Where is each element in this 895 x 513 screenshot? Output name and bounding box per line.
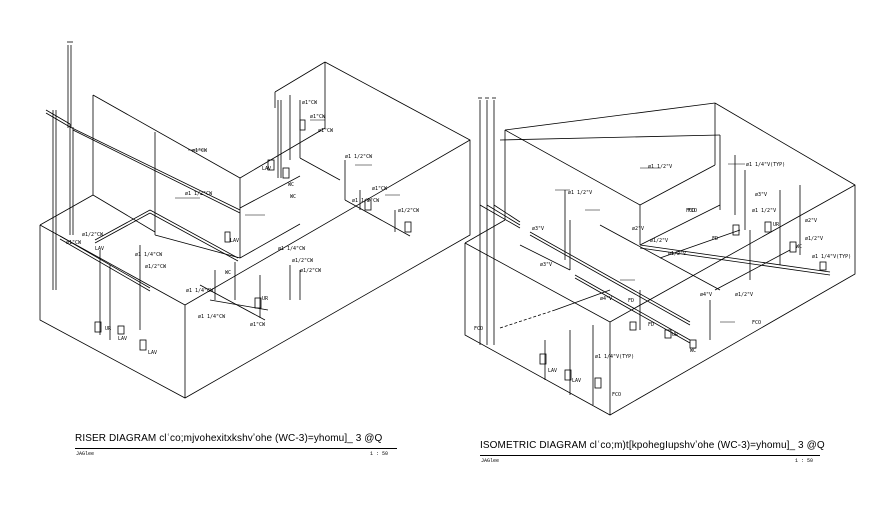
pipe-label: ø1 1/2"CW [352,198,380,204]
pipe-label: ø1 1/4"V(TYP) [595,354,634,360]
pipe-label: ø1 1/4"CW [135,252,163,258]
pipe-label: ø1/2"CW [145,264,167,270]
iso-vertical-stacks [478,97,801,345]
iso-fixtures [539,221,827,389]
iso-fixture-labels: FCO FD FCO FD UR WC LAV UR FD FCO FCO LA… [474,208,802,398]
fixture-label: LAV [230,238,239,244]
pipe-label: ø4"V [700,292,712,298]
fixture-label: WC [225,270,231,276]
fixture-label: WC [796,244,802,250]
riser-fixture-labels: LAV WC UR LAV WC UR LAV WC LAV LAV [95,166,296,356]
pipe-label: ø1 1/4"V(TYP) [746,162,785,168]
pipe-label: ø1/2"V [650,238,668,244]
pipe-label: ø1 1/2"V [568,190,592,196]
pipe-label: ø1/2"CW [292,258,314,264]
fixture-label: LAV [95,246,104,252]
pipe-label: ø2"V [805,218,817,224]
fixture-label: LAV [118,336,127,342]
pipe-label: ø1/2"V [668,251,686,257]
riser-main-pipe-run [59,209,301,340]
riser-leaders [175,119,400,216]
pipe-label: ø1 1/4"CW [278,246,306,252]
fixture-label: FD [712,236,718,242]
pipe-label: ø1/2"CW [82,232,104,238]
riser-pipe-labels: ø1"CW ø1"CW ø1"CW ø1 1/2"CW ø1 1/2"CW ø1… [66,100,420,328]
pipe-label: ø1/2"CW [300,268,322,274]
pipe-label: ø1/2"V [805,236,823,242]
pipe-label: ø1"CW [310,114,326,120]
fixture-label: WC [288,182,294,188]
pipe-label: ø1"CW [192,148,208,154]
pipe-label: ø1 1/2"V [752,208,776,214]
fixture-label: WC [690,348,696,354]
iso-room-outlines [464,102,856,416]
riser-scale-label: 1 : 50 [370,451,389,457]
iso-main-drain-run [499,224,831,405]
fixture-label: LAV [572,378,581,384]
pipe-label: ø3"V [755,192,767,198]
fixture-label: FCO [612,392,621,398]
riser-fixtures [94,119,412,351]
isometric-sub-label: JAGlee [481,458,500,464]
pipe-label: ø1 1/2"CW [345,154,373,160]
fixture-label: FCO [474,326,483,332]
isometric-diagram-title: ISOMETRIC DIAGRAM clʿco;m)t[kpohegIupshv… [480,440,825,451]
isometric-title-underline [480,455,820,456]
pipe-label: ø4"V [600,296,612,302]
riser-title-underline [75,448,397,449]
pipe-label: ø2"V [632,226,644,232]
iso-leaders [555,163,745,323]
fixture-label: FCO [688,208,697,214]
fixture-label: LAV [262,166,271,172]
isometric-scale-label: 1 : 50 [795,458,814,464]
iso-pipe-labels: ø1 1/2"V ø1 1/4"V(TYP) ø1 1/2"V ø3"V ø3"… [532,162,851,360]
pipe-label: ø1 1/4"CW [186,288,214,294]
riser-sub-label: JAGlee [76,451,95,457]
riser-room-outlines [39,61,471,399]
pipe-label: ø1"CW [318,128,334,134]
pipe-label: ø1 1/2"V [648,164,672,170]
pipe-label: ø1 1/4"V(TYP) [812,254,851,260]
fixture-label: WC [290,194,296,200]
pipe-label: ø1"CW [66,240,82,246]
pipe-label: ø1/2"V [735,292,753,298]
fixture-label: UR [672,332,679,338]
fixture-label: LAV [148,350,157,356]
fixture-label: FCO [752,320,761,326]
pipe-label: ø1"CW [372,186,388,192]
pipe-label: ø1"CW [250,322,266,328]
riser-diagram-title: RISER DIAGRAM clʿco;mjvohexitxkshvʼohe (… [75,433,383,444]
fixture-label: LAV [548,368,557,374]
pipe-label: ø3"V [540,262,552,268]
pipe-label: ø3"V [532,226,544,232]
pipe-label: ø1"CW [302,100,318,106]
fixture-label: UR [773,222,780,228]
fixture-label: FD [628,298,634,304]
pipe-label: ø1 1/4"CW [198,314,226,320]
isometric-diagram [464,97,856,416]
pipe-label: ø1/2"CW [398,208,420,214]
fixture-label: FCO [686,208,695,214]
fixture-label: FD [648,322,654,328]
pipe-label: ø1 1/2"CW [185,191,213,197]
riser-diagram [39,41,471,399]
fixture-label: UR [105,326,112,332]
fixture-label: UR [262,296,269,302]
